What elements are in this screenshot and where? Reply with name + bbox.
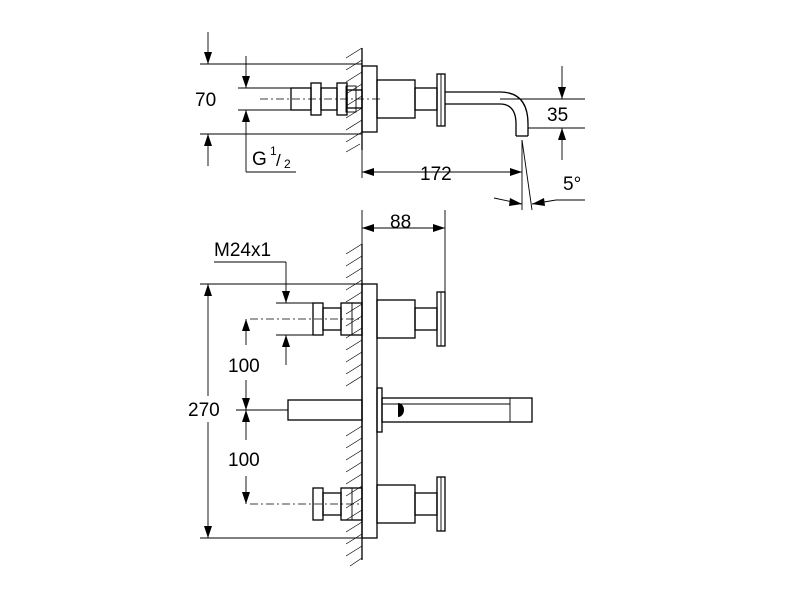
lower-valve [250, 476, 446, 532]
dimension-270-mask [186, 396, 230, 422]
dimension-88-label: 88 [390, 212, 411, 233]
dimension-thread-g: G 1 / 2 [238, 56, 296, 173]
dimension-100-upper-label: 100 [228, 356, 260, 377]
dimension-270-label: 270 [188, 400, 220, 421]
dimension-70: 70 [195, 32, 362, 166]
dimension-100-lower-label: 100 [228, 450, 260, 471]
dimension-88: 88 [361, 210, 446, 292]
escutcheon-front [361, 283, 378, 539]
dimension-35-label: 35 [547, 105, 568, 126]
spout-top [445, 91, 529, 137]
dimension-172: 172 [361, 150, 522, 185]
thread-g-numerator: 1 [270, 144, 277, 158]
dimension-270: 270 [186, 283, 362, 539]
angle-label: 5° [563, 174, 581, 195]
dimension-70-label: 70 [195, 90, 216, 111]
front-view: 88 M24x1 270 [186, 210, 533, 567]
thread-g-label: G [252, 149, 267, 170]
top-view: 70 G 1 / 2 35 [195, 32, 585, 211]
dimension-35: 35 [500, 66, 585, 160]
dimension-100-pair: 100 100 [228, 319, 288, 504]
valve-body-top [376, 73, 446, 127]
front-spout [287, 387, 533, 433]
rough-in-body-top [260, 82, 380, 116]
thread-g-slash: / [276, 151, 281, 170]
thread-g-denominator: 2 [284, 157, 291, 171]
thread-m24-label: M24x1 [214, 240, 271, 261]
dimension-thread-m24: M24x1 [214, 240, 313, 365]
aerator-icon [398, 403, 404, 417]
upper-valve [250, 291, 446, 347]
dimension-172-label: 172 [420, 164, 452, 185]
wall-hatching-front [345, 243, 363, 567]
dimension-angle: 5° [493, 139, 585, 211]
